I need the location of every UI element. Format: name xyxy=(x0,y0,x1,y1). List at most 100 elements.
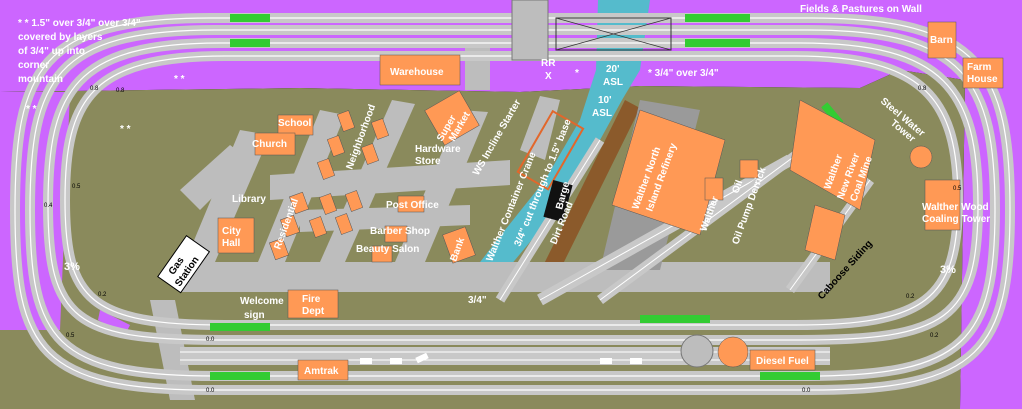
farm-house-label-line1: Farm xyxy=(967,62,992,73)
layers-note-line4: corner xyxy=(18,60,49,71)
rr-x-line2: X xyxy=(545,71,552,82)
super-market-building xyxy=(424,90,480,146)
marker-2: 0.8 xyxy=(116,88,125,94)
amtrak-label: Amtrak xyxy=(304,366,339,377)
barn-label: Barn xyxy=(930,35,953,46)
star-double-2: * * xyxy=(26,104,37,115)
diesel-fuel-label: Diesel Fuel xyxy=(756,356,809,367)
marker-8: 0.0 xyxy=(206,388,215,394)
city-hall-building xyxy=(217,217,255,254)
house-r3 xyxy=(269,237,289,261)
yard-car-3 xyxy=(415,352,429,364)
warehouse-lot xyxy=(465,40,490,90)
marker-6: 0.5 xyxy=(66,333,75,339)
farm-house-label-line2: House xyxy=(967,74,998,85)
crane-frame xyxy=(516,109,585,191)
welcome-sign-label-line2: sign xyxy=(244,310,265,321)
dirt-road-strip xyxy=(540,100,640,272)
yard-car-4 xyxy=(600,358,612,364)
layers-note-line2: covered by layers xyxy=(18,32,103,43)
incline-road xyxy=(520,96,560,160)
marker-5: 0.2 xyxy=(98,292,107,298)
rr-x-line1: RR xyxy=(541,58,556,69)
layers-note-line1: * * 1.5" over 3/4" over 3/4" xyxy=(18,18,141,29)
marker-3: 0.5 xyxy=(72,184,81,190)
coaling-tower-label-line1: Walther Wood xyxy=(922,202,989,213)
house-n1 xyxy=(336,110,356,132)
refinery-building xyxy=(611,109,726,236)
house-r2 xyxy=(280,214,300,238)
hardware-store-label-line2: Store xyxy=(415,156,441,167)
school-building xyxy=(277,114,314,136)
buildings xyxy=(217,21,1004,381)
three-quarter-label: 3/4" xyxy=(468,295,487,306)
yard-car-5 xyxy=(630,358,642,364)
overpass-bridge xyxy=(511,0,549,61)
barge-hull xyxy=(543,180,573,222)
yard-car-1 xyxy=(360,358,372,364)
star-double-3: * * xyxy=(120,124,131,135)
cross-road-1 xyxy=(270,160,510,200)
house-r7 xyxy=(334,213,354,235)
truss-bridge xyxy=(555,17,672,51)
diesel-fuel-sign xyxy=(749,349,816,371)
layers-note-line3: of 3/4" up into xyxy=(18,46,85,57)
layers-note-line5: mountain xyxy=(18,74,63,85)
house-n3 xyxy=(316,158,336,180)
diesel-tank xyxy=(717,336,749,368)
three-quarter-over-note: * 3/4" over 3/4" xyxy=(648,68,719,79)
river xyxy=(470,0,650,275)
truss-bracing xyxy=(555,17,672,51)
star-double-1: * * xyxy=(174,74,185,85)
marker-10: 0.2 xyxy=(930,333,939,339)
house-n2 xyxy=(326,135,346,157)
marker-9: 0.0 xyxy=(802,388,811,394)
post-office-label: Post Office xyxy=(386,200,439,211)
asl-20-line1: 20' xyxy=(606,64,620,75)
barn-building xyxy=(927,21,957,59)
warehouse-building xyxy=(379,54,461,86)
parking-lot xyxy=(180,145,250,210)
post-office-building xyxy=(397,195,425,213)
road-ne-1 xyxy=(185,130,270,262)
coaling-tower-label-line2: Coaling Tower xyxy=(922,214,990,225)
hardware-store-label-line1: Hardware xyxy=(415,144,461,155)
turntable xyxy=(680,334,714,368)
diagonal-spur-rail xyxy=(539,159,791,301)
fire-dept-label-line2: Dept xyxy=(302,306,325,317)
bank-building xyxy=(442,226,476,264)
asl-10-line2: ASL xyxy=(592,108,612,119)
outer-track-rail xyxy=(14,17,1011,391)
switch-top-3 xyxy=(685,14,750,22)
water-tower xyxy=(909,145,933,169)
switch-bottom-3 xyxy=(640,315,710,323)
caboose-building xyxy=(804,204,846,261)
asl-20-line2: ASL xyxy=(603,77,623,88)
crane-spur-rail xyxy=(499,139,601,301)
coaling-tower-building xyxy=(924,179,961,231)
library-label: Library xyxy=(232,194,266,205)
beauty-salon-building xyxy=(371,245,393,263)
switch-bottom-1 xyxy=(210,323,270,331)
marker-12: 0.5 xyxy=(953,186,962,192)
house-r6 xyxy=(344,190,364,212)
yard-car-2 xyxy=(390,358,402,364)
switch-top-4 xyxy=(685,39,750,47)
grade-right-label: 3% xyxy=(940,264,956,276)
farm-house-building xyxy=(962,57,1004,89)
marker-11: 0.2 xyxy=(906,294,915,300)
switches xyxy=(210,14,844,380)
church-label: Church xyxy=(252,139,287,150)
city-hall-label-line2: Hall xyxy=(222,238,241,249)
track-3-rail xyxy=(47,42,979,341)
star-single-1: * xyxy=(575,68,579,79)
house-n4 xyxy=(370,118,390,140)
walther-shed xyxy=(704,177,724,201)
oil-derrick-building xyxy=(739,159,759,179)
grade-left-label: 3% xyxy=(64,261,80,273)
fields-pastures-label: Fields & Pastures on Wall xyxy=(800,4,922,15)
oil-label: Oil xyxy=(730,179,745,196)
switch-bottom-2 xyxy=(210,372,270,380)
